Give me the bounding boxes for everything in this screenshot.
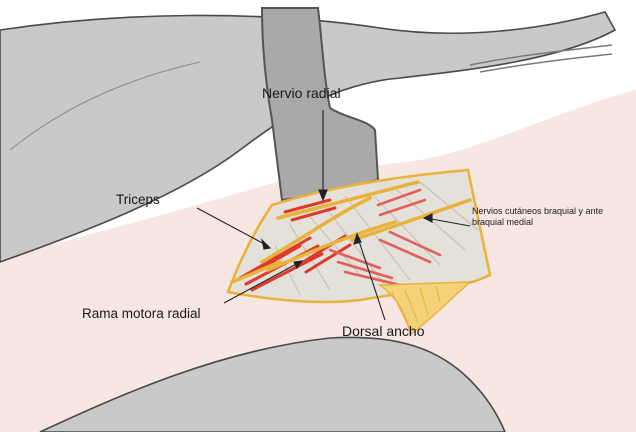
label-nervios-cutaneos: Nervios cutáneos braquial y ante braquia… xyxy=(472,206,632,228)
label-rama-motora-radial: Rama motora radial xyxy=(82,306,201,321)
label-dorsal-ancho: Dorsal ancho xyxy=(342,323,425,339)
label-nervio-radial: Nervio radial xyxy=(262,85,341,101)
label-triceps: Triceps xyxy=(116,192,160,207)
